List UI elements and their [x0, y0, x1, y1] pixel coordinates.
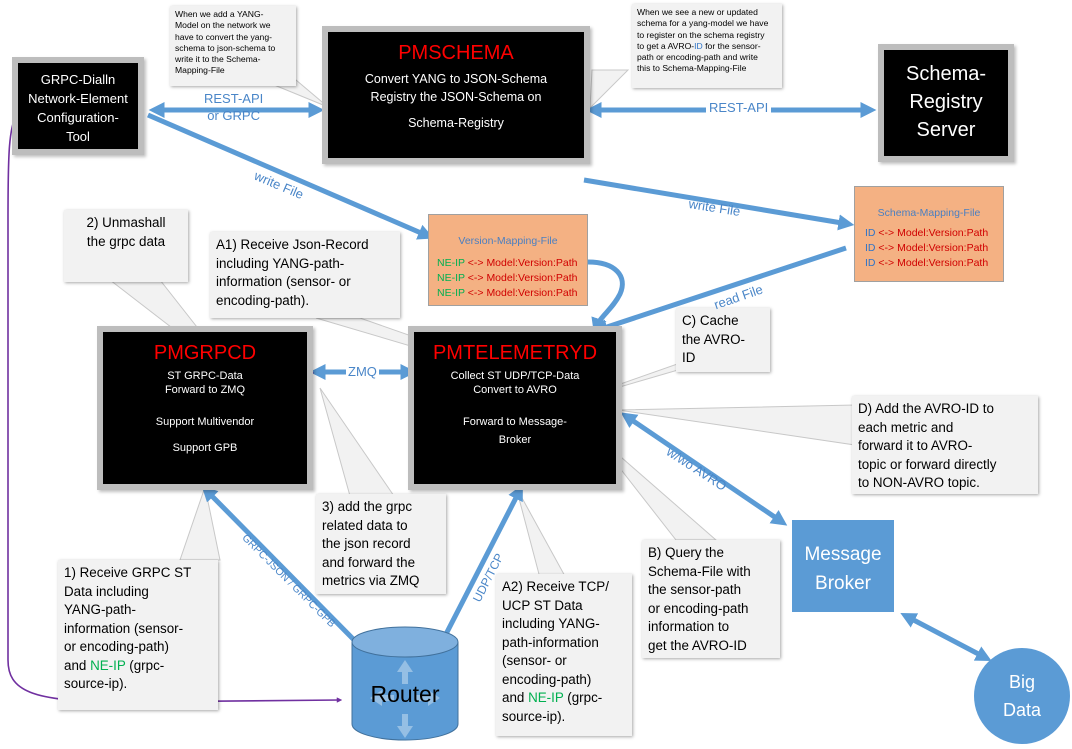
read-file-arrow: [591, 245, 847, 335]
mapping-row: NE-IP <-> Model:Version:Path: [437, 287, 578, 299]
callout-d: D) Add the AVRO-ID to each metric and fo…: [852, 396, 1038, 494]
callout-a2: A2) Receive TCP/ UCP ST Data including Y…: [496, 574, 632, 736]
bigdata-arrow: [900, 613, 992, 661]
router-label: Router: [370, 681, 439, 707]
version-mapping-file[interactable]: Version-Mapping-File NE-IP <-> Model:Ver…: [428, 214, 588, 306]
pmtelemetryd-node[interactable]: PMTELEMETRYD Collect ST UDP/TCP-Data Con…: [408, 326, 622, 490]
pmgrpcd-node[interactable]: PMGRPCD ST GRPC-Data Forward to ZMQ Supp…: [97, 326, 313, 490]
callout-unmarshall: 2) Unmashall the grpc data: [64, 210, 188, 282]
callout-pointer: [617, 404, 856, 446]
message-broker-node[interactable]: Message Broker: [792, 520, 894, 612]
router-node[interactable]: Router: [350, 626, 460, 744]
mapping-row: NE-IP <-> Model:Version:Path: [437, 272, 578, 284]
callout-cache: C) Cache the AVRO- ID: [676, 308, 770, 372]
mapping-row: ID <-> Model:Version:Path: [865, 227, 989, 239]
pmschema-node[interactable]: PMSCHEMA Convert YANG to JSON-Schema Reg…: [322, 26, 590, 164]
mapping-row: ID <-> Model:Version:Path: [865, 257, 989, 269]
callout-pointer: [319, 387, 395, 497]
edge-label-rest-api: REST-API: [706, 100, 772, 115]
udp-tcp-arrow: [441, 484, 523, 640]
router-arrows-icon: [370, 660, 440, 738]
callout-a1: A1) Receive Json-Record including YANG-p…: [210, 232, 400, 318]
config-tool-label: GRPC-Dialln Network-Element Configuratio…: [28, 72, 128, 144]
version-file-loop-arrow: [587, 259, 625, 335]
edge-label-rest-grpc: REST-API or GRPC: [204, 91, 264, 123]
callout-three: 3) add the grpc related data to the json…: [316, 494, 446, 594]
callout-pointer: [515, 486, 567, 579]
broker-arrow: [620, 412, 788, 526]
callout-yang-add: When we add a YANG- Model on the network…: [170, 6, 296, 86]
edge-label-zmq: ZMQ: [346, 364, 379, 379]
write-file-arrow-1: [147, 112, 434, 240]
mapping-row: NE-IP <-> Model:Version:Path: [437, 257, 578, 269]
config-tool-node[interactable]: GRPC-Dialln Network-Element Configuratio…: [12, 57, 144, 155]
big-data-node[interactable]: Big Data: [974, 648, 1070, 744]
callout-b: B) Query the Schema-File with the sensor…: [642, 540, 780, 658]
write-file-arrow-2: [583, 177, 855, 231]
callout-pointer: [589, 69, 630, 110]
schema-registry-node[interactable]: Schema- Registry Server: [878, 44, 1014, 162]
callout-one: 1) Receive GRPC ST Data including YANG-p…: [58, 560, 218, 710]
pmgrpcd-title: PMGRPCD: [153, 342, 257, 364]
mapping-row: ID <-> Model:Version:Path: [865, 242, 989, 254]
pmschema-title: PMSCHEMA: [398, 42, 514, 64]
schema-mapping-file[interactable]: Schema-Mapping-File ID <-> Model:Version…: [854, 186, 1004, 282]
grpc-json-arrow: [201, 485, 364, 650]
pmtelemetryd-title: PMTELEMETRYD: [432, 342, 598, 364]
callout-new-schema: When we see a new or updated schema for …: [632, 4, 782, 88]
